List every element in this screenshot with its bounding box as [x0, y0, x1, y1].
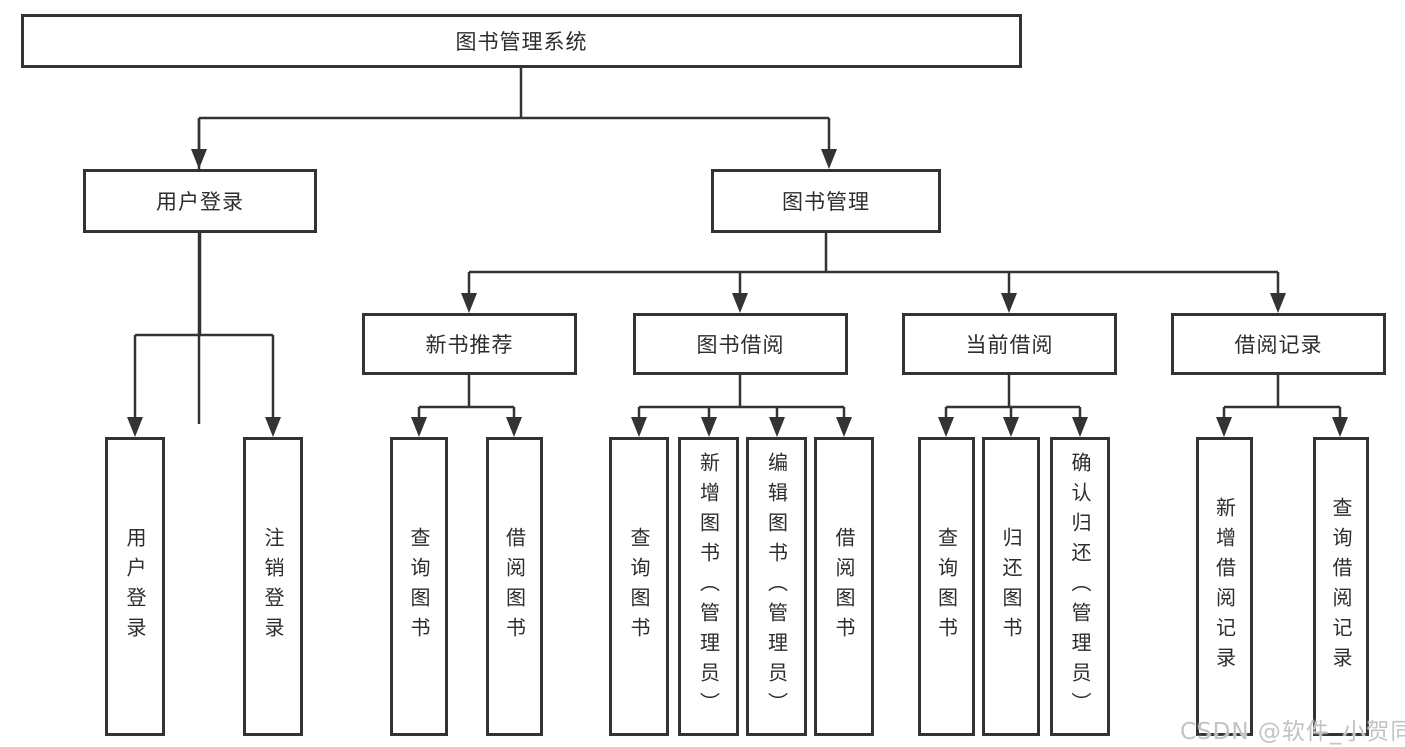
node-leaf-return-books: 归还图书 [982, 437, 1040, 736]
node-leaf-edit-books-admin: 编辑图书（管理员） [746, 437, 807, 736]
node-book-management: 图书管理 [711, 169, 941, 233]
node-leaf-add-books-admin: 新增图书（管理员） [678, 437, 739, 736]
csdn-watermark: CSDN @软件_小贺同学 [1180, 719, 1405, 745]
node-leaf-query-books-recommend: 查询图书 [390, 437, 448, 736]
node-leaf-logout: 注销登录 [243, 437, 303, 736]
node-leaf-add-borrow-record: 新增借阅记录 [1196, 437, 1253, 736]
node-book-borrowing: 图书借阅 [633, 313, 848, 375]
node-leaf-user-login: 用户登录 [105, 437, 165, 736]
node-user-login: 用户登录 [83, 169, 317, 233]
node-leaf-borrow-books-borrowing: 借阅图书 [814, 437, 874, 736]
node-leaf-borrow-books-recommend: 借阅图书 [486, 437, 543, 736]
arrowheads [127, 149, 1348, 437]
node-leaf-query-borrow-record: 查询借阅记录 [1313, 437, 1369, 736]
node-leaf-confirm-return-admin: 确认归还（管理员） [1050, 437, 1110, 736]
node-library-management-system: 图书管理系统 [21, 14, 1022, 68]
node-new-book-recommend: 新书推荐 [362, 313, 577, 375]
node-leaf-query-books-current: 查询图书 [918, 437, 975, 736]
node-current-borrowing: 当前借阅 [902, 313, 1117, 375]
node-leaf-query-books-borrowing: 查询图书 [609, 437, 669, 736]
node-borrowing-records: 借阅记录 [1171, 313, 1386, 375]
